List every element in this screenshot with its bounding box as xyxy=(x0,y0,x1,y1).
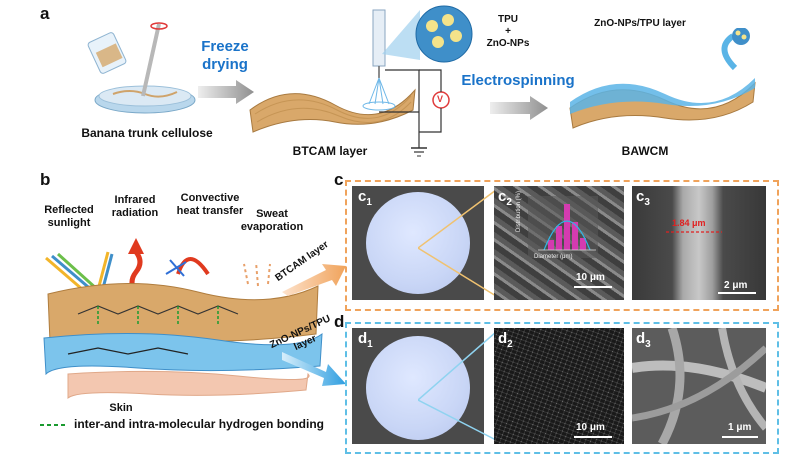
diameter-histogram-inset xyxy=(528,196,598,258)
zoom-lines-d xyxy=(418,331,497,441)
drying-word: drying xyxy=(202,56,248,73)
btcam-disk xyxy=(366,192,470,294)
petri-dish-illustration xyxy=(87,22,196,114)
d3-scale-text: 1 μm xyxy=(728,422,752,433)
panel-c-frame xyxy=(345,180,779,311)
step3-top-label: ZnO-NPs/TPU layer xyxy=(594,18,686,29)
reflected-line1: Reflected xyxy=(44,204,94,216)
d2-sub: 2 xyxy=(507,339,513,350)
c2-sub: 2 xyxy=(506,197,512,208)
panel-d-letter: d xyxy=(334,312,345,331)
tpu-text: TPU xyxy=(498,14,518,25)
syringe-composition: TPU + ZnO-NPs xyxy=(478,14,538,50)
bawcm-membrane-illustration xyxy=(569,28,756,129)
c3-sub: 3 xyxy=(644,197,650,208)
zoom-lines-c xyxy=(418,189,497,297)
arrow-right-icon-2 xyxy=(490,96,548,120)
sweat-evaporation-label: Sweat evaporation xyxy=(232,208,312,234)
c2-scale-text: 10 μm xyxy=(576,272,605,283)
freeze-drying-label: Freeze drying xyxy=(190,38,260,74)
reflected-sunlight-label: Reflected sunlight xyxy=(34,204,104,230)
c3-sem-image: c3 1.84 μm 2 μm xyxy=(632,186,766,300)
convective-arrow-icon xyxy=(176,257,210,276)
c3-letter: c xyxy=(636,188,645,205)
d3-sem-image: d3 1 μm xyxy=(632,328,766,444)
c3-label: c3 xyxy=(636,188,650,208)
d3-label: d3 xyxy=(636,330,651,350)
c3-measure-text: 1.84 μm xyxy=(672,218,706,228)
sweat-line1: Sweat xyxy=(256,208,288,220)
d3-scale-bar xyxy=(722,436,758,438)
zno-text: ZnO-NPs xyxy=(486,38,530,49)
d2-sem-image: d2 10 μm xyxy=(494,328,624,444)
hydrogen-bond-legend-text: inter-and intra-molecular hydrogen bondi… xyxy=(74,417,325,431)
c3-scale-text: 2 μm xyxy=(724,280,748,291)
inset-ylabel: Distribution (%) xyxy=(516,190,522,232)
electrospinning-setup-illustration xyxy=(362,9,450,157)
panel-d-frame xyxy=(345,322,779,454)
arrow-right-icon xyxy=(198,80,254,104)
infrared-line2: radiation xyxy=(111,207,159,219)
step2-label: BTCAM layer xyxy=(292,144,368,158)
plus-text: + xyxy=(505,26,511,37)
infrared-radiation-label: Infrared radiation xyxy=(100,194,170,220)
d1-label: d1 xyxy=(358,330,373,350)
c1-sub: 1 xyxy=(366,197,372,208)
panel-b-letter: b xyxy=(40,170,51,189)
c1-label: c1 xyxy=(358,188,372,208)
arrow-to-d-icon xyxy=(282,352,346,386)
sweat-vapor-icon xyxy=(243,261,271,287)
convective-heat-label: Convective heat transfer xyxy=(160,192,260,218)
c2-letter: c xyxy=(498,188,507,205)
d3-fibers xyxy=(632,328,766,444)
d1-photo: d1 xyxy=(352,328,484,444)
d1-sub: 1 xyxy=(367,339,373,350)
d3-sub: 3 xyxy=(645,339,651,350)
d3-letter: d xyxy=(636,330,646,347)
sweat-line2: evaporation xyxy=(240,221,304,233)
arrow-to-c-icon xyxy=(282,264,346,296)
d1-letter: d xyxy=(358,330,368,347)
d2-letter: d xyxy=(498,330,508,347)
inset-xlabel: Diameter (μm) xyxy=(534,254,573,260)
voltage-symbol: V xyxy=(437,94,444,104)
c3-measure-line xyxy=(666,231,722,233)
zno-tpu-disk xyxy=(366,336,470,440)
c2-scale-bar xyxy=(574,286,612,288)
c2-label: c2 xyxy=(498,188,512,208)
panel-a-letter: a xyxy=(40,4,50,23)
d2-scale-bar xyxy=(574,436,612,438)
c1-photo: c1 xyxy=(352,186,484,300)
convective-line1: Convective xyxy=(180,192,240,204)
step1-label: Banana trunk cellulose xyxy=(81,126,213,140)
electrospinning-label: Electrospinning xyxy=(461,72,575,89)
hydrogen-bond-legend-icon xyxy=(40,424,68,426)
c3-scale-bar xyxy=(718,292,756,294)
skin-label: Skin xyxy=(109,402,133,414)
step3-label: BAWCM xyxy=(621,144,669,158)
c1-letter: c xyxy=(358,188,367,205)
c2-sem-image: c2 Diameter (μm) Distribution (%) 10 μm xyxy=(494,186,624,300)
freeze-word: Freeze xyxy=(201,38,249,55)
panel-c-letter: c xyxy=(334,170,344,189)
convective-line2: heat transfer xyxy=(176,205,244,217)
d2-scale-text: 10 μm xyxy=(576,422,605,433)
d2-label: d2 xyxy=(498,330,513,350)
cooling-mechanism-illustration xyxy=(43,238,323,400)
nanoparticle-zoom-icon xyxy=(382,5,473,63)
reflected-line2: sunlight xyxy=(47,217,91,229)
infrared-line1: Infrared xyxy=(114,194,156,206)
